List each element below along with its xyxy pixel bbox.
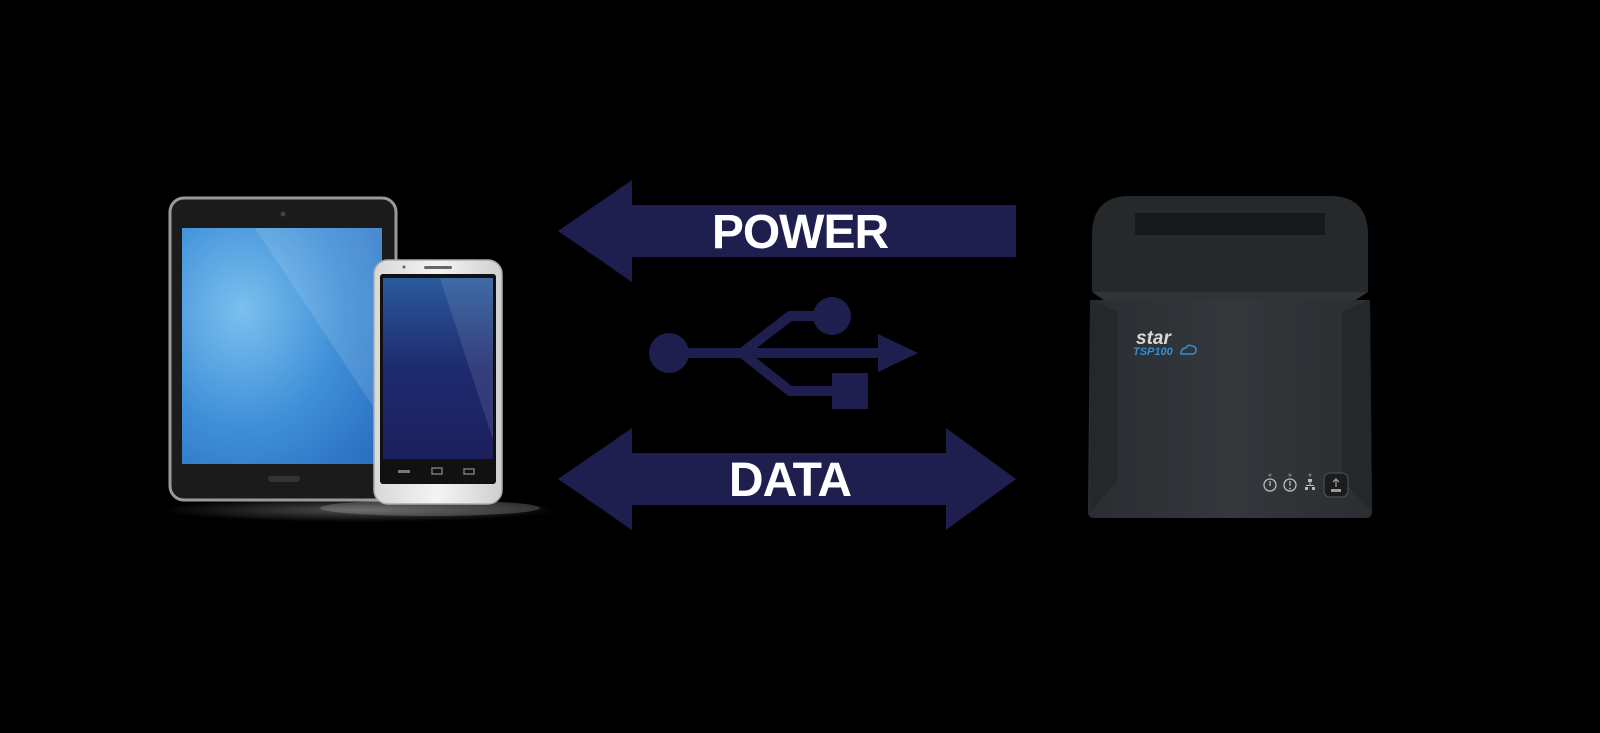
data-arrow-shape	[558, 428, 1016, 530]
power-arrow-shape	[558, 180, 1016, 282]
tablet-icon	[160, 196, 560, 522]
usb-icon	[649, 297, 918, 409]
power-label: POWER	[712, 206, 889, 259]
data-label: DATA	[729, 454, 852, 507]
data-arrow: DATA	[558, 428, 1016, 530]
error-status-icon	[1283, 478, 1297, 492]
network-status-icon	[1305, 479, 1315, 490]
power-arrow: POWER	[558, 180, 1016, 282]
receipt-printer-icon: star TSP100	[1088, 196, 1372, 518]
feed-button[interactable]	[1323, 472, 1349, 498]
printer-model-label: TSP100	[1133, 346, 1174, 358]
cloud-icon	[1180, 344, 1197, 355]
power-status-icon	[1263, 478, 1277, 492]
smartphone-icon	[320, 259, 540, 516]
printer-brand-logo: star	[1136, 328, 1172, 349]
